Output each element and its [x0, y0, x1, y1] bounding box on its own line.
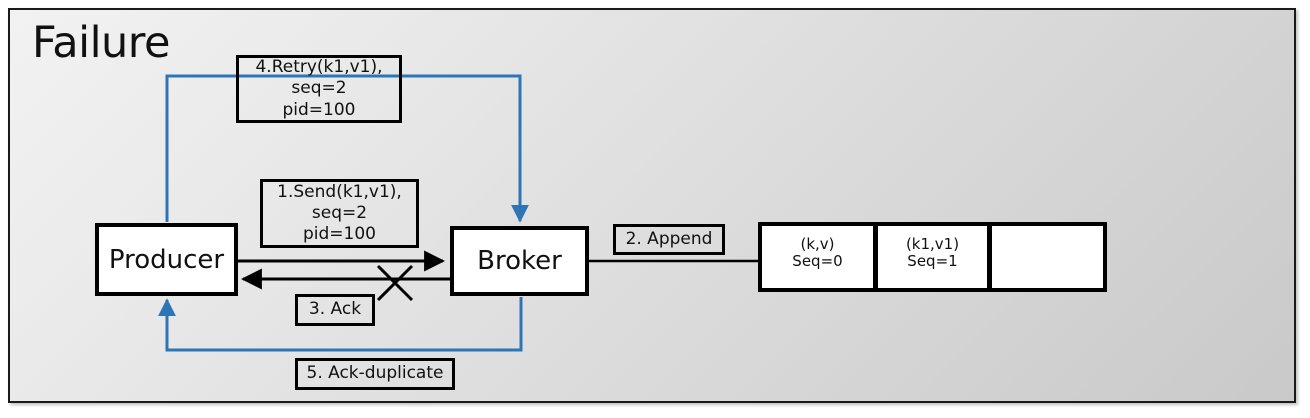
node-broker[interactable]: Broker	[450, 226, 589, 296]
slide-canvas: Failure	[8, 8, 1296, 403]
label-ack-line1: 3. Ack	[308, 299, 362, 320]
node-producer-label: Producer	[108, 244, 225, 275]
log-cell-empty[interactable]	[988, 222, 1107, 292]
label-append-line1: 2. Append	[625, 228, 713, 249]
label-retry-line1: 4.Retry(k1,v1),	[255, 57, 383, 78]
log-cell[interactable]: (k1,v1) Seq=1	[874, 222, 991, 292]
log-cell-seq: Seq=0	[792, 252, 843, 271]
log-cell[interactable]: (k,v) Seq=0	[758, 222, 877, 292]
label-ack-duplicate[interactable]: 5. Ack-duplicate	[295, 358, 455, 390]
label-retry-line3: pid=100	[282, 99, 356, 120]
node-producer[interactable]: Producer	[95, 223, 238, 296]
log-cell-key-value: (k1,v1)	[905, 235, 960, 253]
label-append[interactable]: 2. Append	[613, 224, 725, 255]
label-retry[interactable]: 4.Retry(k1,v1), seq=2 pid=100	[236, 55, 402, 123]
label-ack-duplicate-line1: 5. Ack-duplicate	[306, 363, 444, 384]
label-retry-line2: seq=2	[291, 78, 347, 99]
label-send-line1: 1.Send(k1,v1),	[277, 181, 402, 202]
node-broker-label: Broker	[477, 246, 562, 276]
label-send-line2: seq=2	[311, 202, 368, 223]
label-send[interactable]: 1.Send(k1,v1), seq=2 pid=100	[260, 179, 419, 248]
log-cell-key-value: (k,v)	[800, 235, 835, 253]
page-title: Failure	[32, 18, 170, 68]
label-ack[interactable]: 3. Ack	[295, 294, 375, 326]
label-send-line3: pid=100	[303, 224, 376, 245]
log-cell-seq: Seq=1	[907, 252, 958, 271]
